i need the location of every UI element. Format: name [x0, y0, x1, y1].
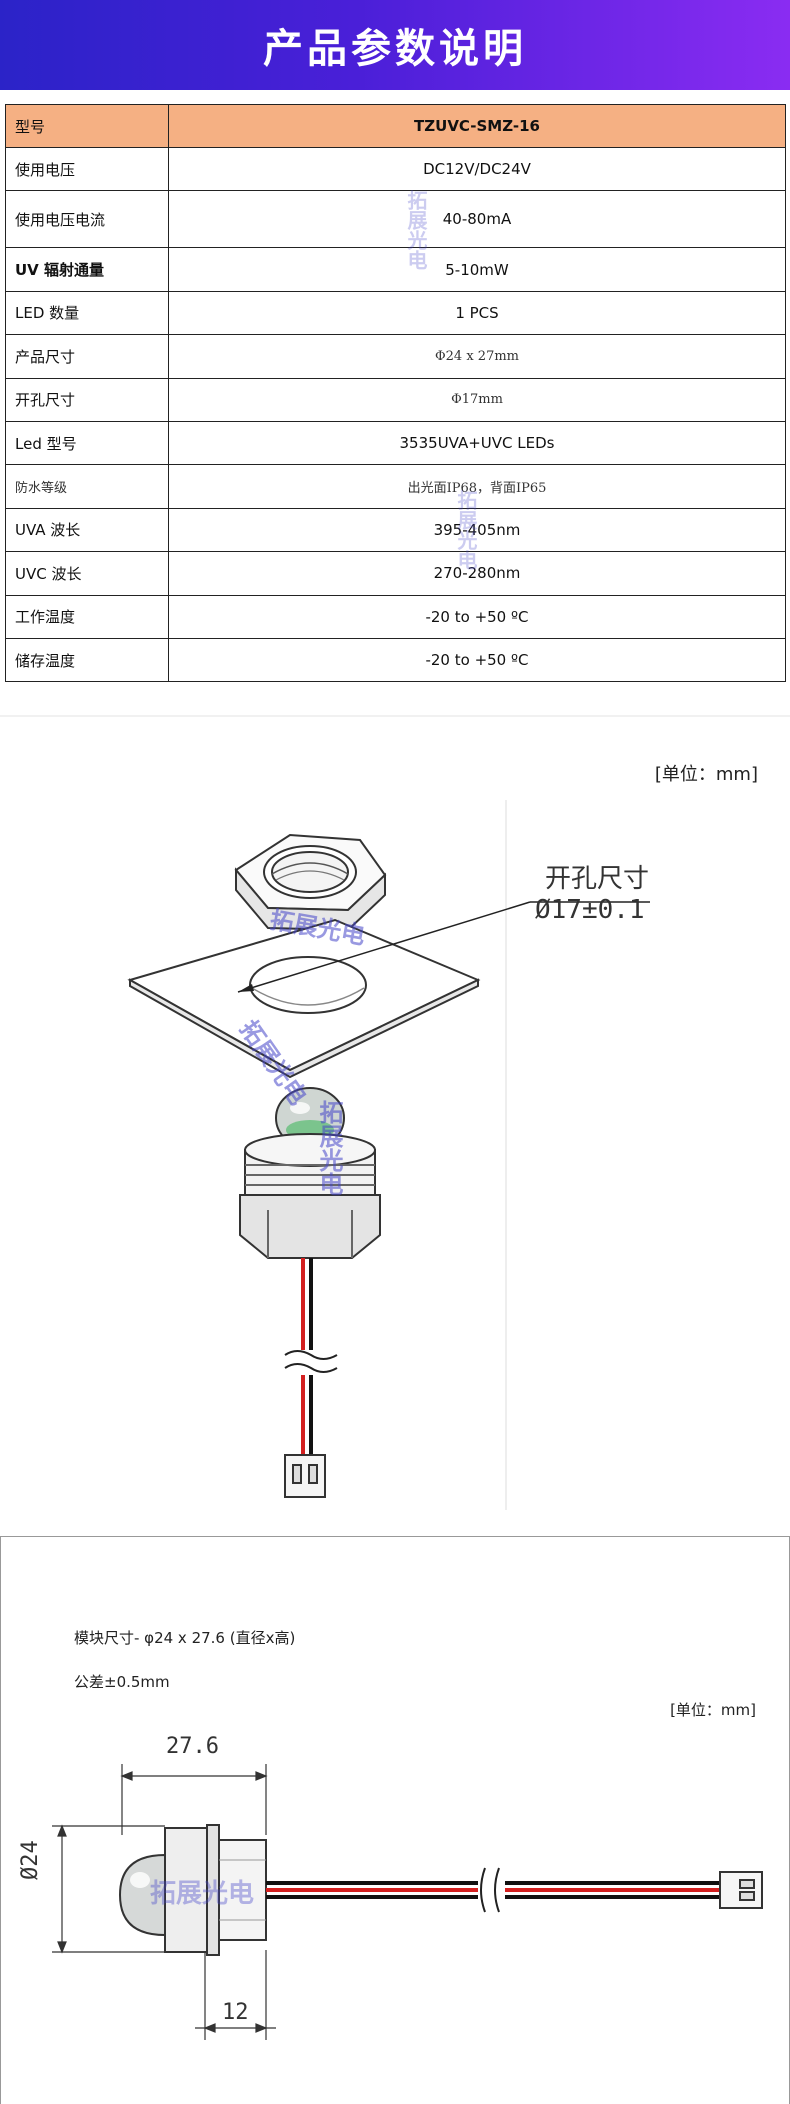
hex-nut: [234, 833, 387, 932]
hole-leader-line: [237, 901, 531, 993]
lead-wires: [284, 1258, 338, 1455]
table-row: 开孔尺寸 Φ17mm: [5, 377, 786, 422]
base-dimension: [195, 1950, 276, 2040]
row-label: LED 数量: [5, 290, 169, 336]
table-row: UV 辐射通量 5-10mW: [5, 247, 786, 292]
row-label: UVA 波长: [5, 507, 169, 553]
row-value: Φ24 x 27mm: [168, 334, 786, 379]
spec-table: 型号 TZUVC-SMZ-16 使用电压 DC12V/DC24V 使用电压电流 …: [5, 104, 786, 683]
row-value: 395-405nm: [168, 507, 786, 553]
row-label: 使用电压: [5, 146, 169, 192]
module-size-note: 模块尺寸- φ24 x 27.6 (直径x高): [74, 1629, 296, 1647]
table-row: 使用电压 DC12V/DC24V: [5, 146, 786, 192]
side-connector: [719, 1871, 763, 1909]
page-title: 产品参数说明: [263, 26, 527, 72]
table-row: 防水等级 出光面IP68，背面IP65: [5, 464, 786, 509]
module-body: [118, 1824, 267, 1956]
side-lead-wires: [266, 1867, 720, 1913]
unit-label: [单位：mm]: [670, 1701, 756, 1719]
hole-size-label: 开孔尺寸: [545, 864, 650, 894]
table-row: 储存温度 -20 to +50 ºC: [5, 637, 786, 683]
hole-size-dimension: Ø17±0.1: [535, 895, 645, 925]
exploded-mounting-drawing: [127, 800, 650, 1510]
diameter-dimension: [52, 1824, 165, 1954]
length-dimension: [120, 1764, 268, 1835]
mounting-plate: [127, 918, 481, 1079]
table-header-row: 型号 TZUVC-SMZ-16: [5, 104, 786, 148]
model-value: TZUVC-SMZ-16: [168, 104, 786, 148]
row-label: Led 型号: [5, 420, 169, 466]
watermark: 拓展光电: [454, 490, 478, 570]
unit-label: [单位：mm]: [654, 764, 758, 785]
row-label: UVC 波长: [5, 551, 169, 596]
row-value: -20 to +50 ºC: [168, 637, 786, 683]
row-label: 使用电压电流: [5, 190, 169, 249]
table-row: UVA 波长 395-405nm: [5, 507, 786, 553]
row-value: 40-80mA: [168, 190, 786, 249]
header-label: 型号: [5, 104, 169, 148]
row-label: 工作温度: [5, 594, 169, 639]
row-value: 1 PCS: [168, 290, 786, 336]
row-label: UV 辐射通量: [5, 247, 169, 292]
table-row: Led 型号 3535UVA+UVC LEDs: [5, 420, 786, 466]
row-label: 产品尺寸: [5, 334, 169, 379]
row-value: Φ17mm: [168, 377, 786, 422]
section-divider: [0, 715, 790, 717]
watermark: 拓展光电: [404, 190, 428, 270]
length-dimension-label: 27.6: [166, 1734, 219, 1759]
watermark: 拓展光电: [315, 1100, 343, 1196]
wire-connector: [284, 1454, 326, 1498]
row-value: DC12V/DC24V: [168, 146, 786, 192]
row-value: 3535UVA+UVC LEDs: [168, 420, 786, 466]
tolerance-note: 公差±0.5mm: [74, 1673, 170, 1691]
watermark: 拓展光电: [150, 1879, 255, 1909]
row-value: 5-10mW: [168, 247, 786, 292]
row-value: -20 to +50 ºC: [168, 594, 786, 639]
diameter-dimension-label: Ø24: [18, 1840, 43, 1880]
row-value: 出光面IP68，背面IP65: [168, 464, 786, 509]
title-banner: 产品参数说明: [0, 0, 790, 90]
row-label: 开孔尺寸: [5, 377, 169, 422]
row-label: 防水等级: [5, 464, 169, 509]
table-row: 工作温度 -20 to +50 ºC: [5, 594, 786, 639]
table-row: LED 数量 1 PCS: [5, 290, 786, 336]
threaded-body: [239, 1133, 381, 1259]
base-dimension-label: 12: [222, 2000, 249, 2025]
side-view-drawing: [52, 1764, 763, 2040]
row-label: 储存温度: [5, 637, 169, 683]
table-row: UVC 波长 270-280nm: [5, 551, 786, 596]
table-row: 使用电压电流 40-80mA: [5, 190, 786, 249]
table-row: 产品尺寸 Φ24 x 27mm: [5, 334, 786, 379]
